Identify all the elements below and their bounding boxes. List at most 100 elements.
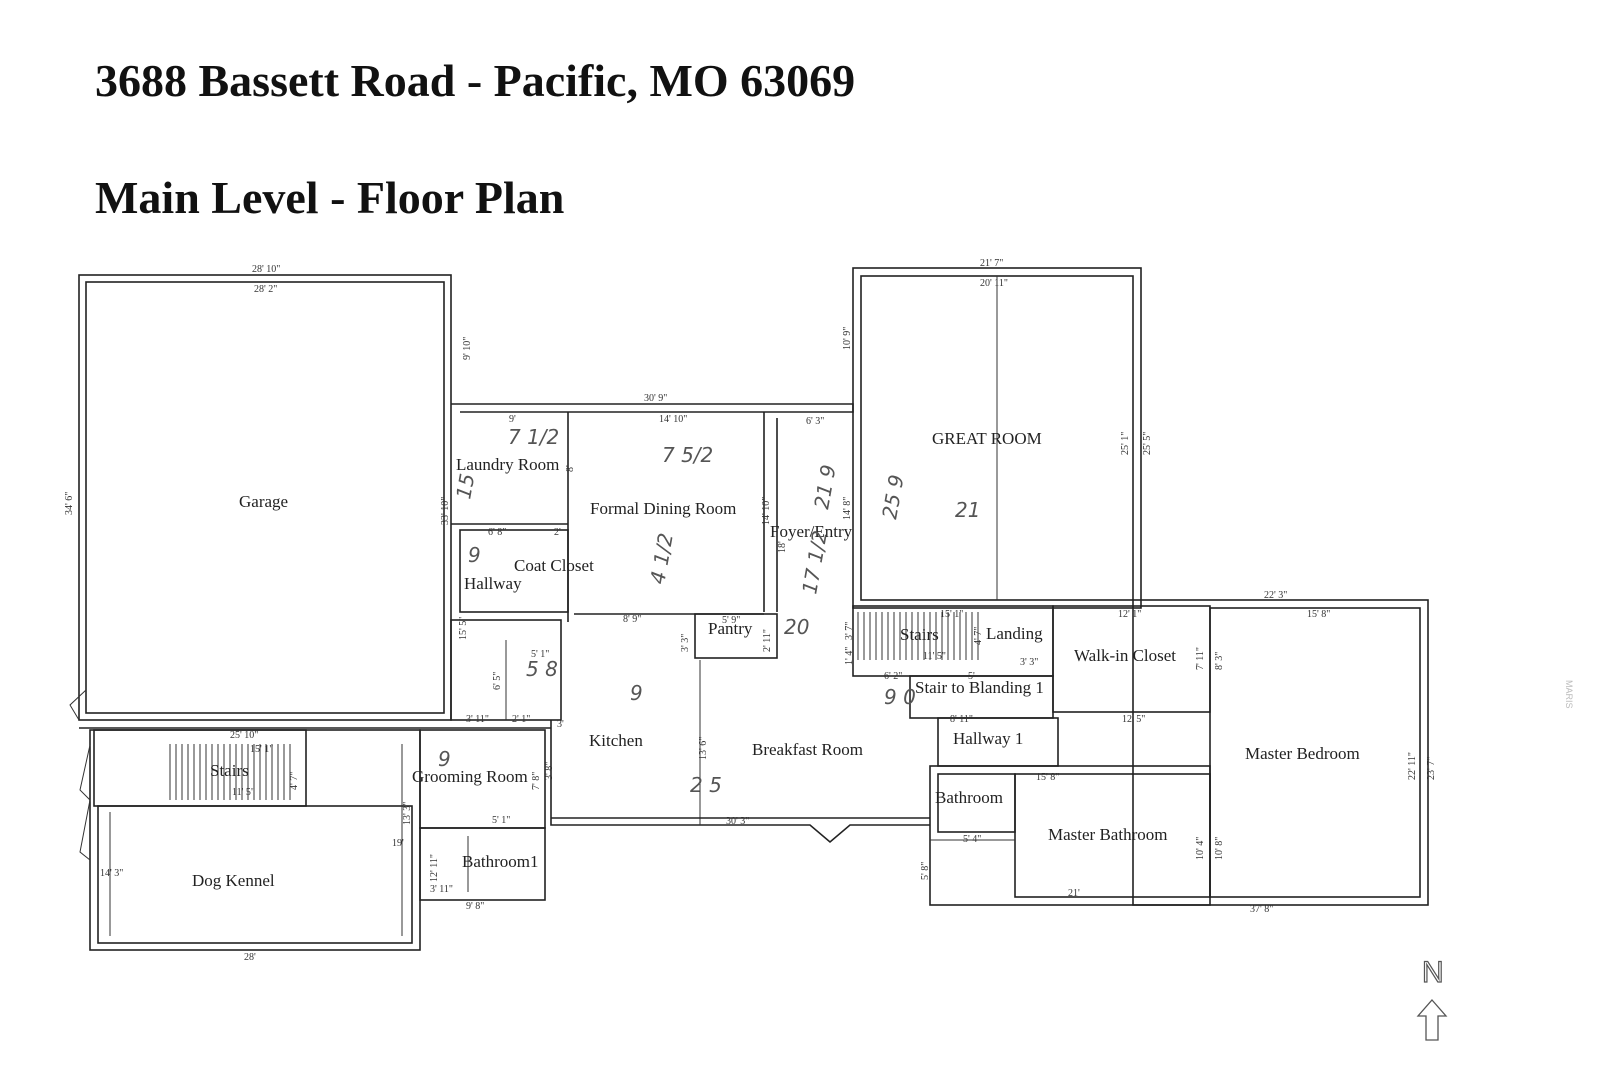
- room-label-stair-to-landing: Stair to Blanding 1: [915, 678, 1044, 697]
- dim-label: 4' 7": [973, 627, 984, 645]
- room-label-dog-kennel: Dog Kennel: [192, 871, 275, 890]
- small-bathroom-walls: [937, 773, 1016, 833]
- dim-label: 18': [777, 541, 788, 553]
- room-label-landing: Landing: [986, 624, 1043, 643]
- dim-label: 8' 11": [950, 714, 973, 725]
- dim-label: 8' 3": [1214, 652, 1225, 670]
- handwritten-note: 7 1/2: [508, 425, 559, 449]
- bathroom1-walls: [419, 827, 546, 901]
- dim-label: 12' 11": [429, 854, 440, 882]
- dim-label: 37' 8": [1250, 904, 1273, 915]
- dim-label: 7' 11": [1195, 647, 1206, 670]
- dim-label: 2': [554, 527, 561, 538]
- dim-label: 10' 8": [1214, 837, 1225, 860]
- dimension-labels: 28' 10" 28' 2" 9' 10" 34' 6" 30' 9" 9' 1…: [64, 258, 1437, 963]
- dim-label: 25' 1": [1120, 432, 1131, 455]
- handwritten-note: 2 5: [690, 773, 722, 797]
- dim-label: 30' 3": [726, 816, 749, 827]
- handwritten-note: 9: [438, 747, 451, 771]
- dim-label: 34' 6": [64, 492, 75, 515]
- room-label-stairs-kennel: Stairs: [210, 761, 249, 780]
- dim-label: 22' 11": [1407, 752, 1418, 780]
- dim-label: 3' 3": [1020, 657, 1038, 668]
- garage-door: [69, 689, 87, 721]
- kitchen-breakfast-outline: [550, 720, 930, 844]
- property-address-title: 3688 Bassett Road - Pacific, MO 63069: [95, 55, 856, 106]
- dim-label: 3' 11": [430, 884, 453, 895]
- handwritten-note: 7 5/2: [662, 443, 713, 467]
- dim-label: 25' 10": [230, 730, 258, 741]
- stair-treads-kennel: [169, 744, 291, 800]
- room-label-formal-dining: Formal Dining Room: [590, 499, 736, 518]
- dim-label: 22' 3": [1264, 590, 1287, 601]
- room-label-bathroom-small: Bathroom: [935, 788, 1003, 807]
- dim-label: 9' 10": [462, 337, 473, 360]
- handwritten-note: 9: [468, 543, 481, 567]
- dim-label: 11' 5": [232, 787, 255, 798]
- dim-label: 33' 10": [440, 497, 451, 525]
- dim-label: 15' 5": [458, 617, 469, 640]
- handwritten-notes: 7 1/2 7 5/2 15 9 25 9 21 9 21 17 1/2 20 …: [438, 425, 980, 797]
- handwritten-note: 25 9: [877, 473, 908, 521]
- dim-label: 15' 8": [1307, 609, 1330, 620]
- room-label-foyer: Foyer/Entry: [770, 522, 853, 541]
- dim-label: 7' 8": [531, 772, 542, 790]
- room-label-hallway: Hallway: [464, 574, 522, 593]
- master-bath-inner: [1014, 773, 1211, 898]
- central-top-wall: [451, 403, 854, 413]
- walls: [69, 267, 1429, 951]
- handwritten-note: 4 1/2: [645, 531, 678, 586]
- room-label-pantry: Pantry: [708, 619, 753, 638]
- dim-label: 11' 5": [923, 651, 946, 662]
- dim-label: 14' 3": [100, 868, 123, 879]
- dim-label: 28': [244, 952, 256, 963]
- handwritten-note: 9 0: [884, 685, 916, 709]
- dim-label: 15' 1": [940, 609, 963, 620]
- dim-label: 5' 1": [492, 815, 510, 826]
- dim-label: 13' 6": [698, 737, 709, 760]
- dim-label: 5' 1": [531, 649, 549, 660]
- coat-closet-walls: [459, 529, 569, 613]
- room-label-stairs-main: Stairs: [900, 625, 939, 644]
- dim-label: 20' 11": [980, 278, 1008, 289]
- room-label-master-bath: Master Bathroom: [1048, 825, 1167, 844]
- dim-label: 5' 4": [963, 834, 981, 845]
- room-label-laundry: Laundry Room: [456, 455, 559, 474]
- dim-label: 10' 9": [842, 327, 853, 350]
- handwritten-note: 9: [630, 681, 643, 705]
- dim-label: 30' 9": [644, 393, 667, 404]
- dim-label: 6' 3": [806, 416, 824, 427]
- room-label-kitchen: Kitchen: [589, 731, 643, 750]
- dim-label: 5' 9": [722, 615, 740, 626]
- master-bedroom-outer: [1132, 599, 1429, 906]
- maris-watermark: MARIS: [1564, 680, 1574, 709]
- garage-outline: [78, 274, 452, 721]
- dim-label: 9' 8": [466, 901, 484, 912]
- handwritten-note: 21 9: [809, 463, 840, 511]
- dim-label: 19': [392, 838, 404, 849]
- garage-inner: [85, 281, 445, 714]
- dim-label: 3' 3": [680, 634, 691, 652]
- room-label-coat-closet: Coat Closet: [514, 556, 594, 575]
- room-label-grooming: Grooming Room: [412, 767, 528, 786]
- dim-label: 21': [1068, 888, 1080, 899]
- pantry-walls: [694, 613, 778, 659]
- north-compass: N: [1416, 955, 1448, 1041]
- dim-label: 12' 5": [1122, 714, 1145, 725]
- room-label-garage: Garage: [239, 492, 288, 511]
- dog-kennel-outer: [89, 729, 421, 951]
- room-label-great-room: GREAT ROOM: [932, 429, 1042, 448]
- dim-label: 3': [557, 719, 564, 730]
- handwritten-note: 20: [784, 615, 809, 639]
- dim-label: 4' 7": [289, 772, 300, 790]
- dog-kennel-inner: [97, 805, 413, 944]
- dim-label: 3' 8": [544, 762, 555, 780]
- kennel-stair-door: [79, 744, 91, 801]
- dim-label: 6' 8": [488, 527, 506, 538]
- dim-label: 3' 7": [844, 622, 855, 640]
- dim-label: 15' 8": [1036, 772, 1059, 783]
- room-label-hallway1: Hallway 1: [953, 729, 1023, 748]
- dim-label: 6' 2": [884, 671, 902, 682]
- handwritten-note: 21: [955, 498, 980, 522]
